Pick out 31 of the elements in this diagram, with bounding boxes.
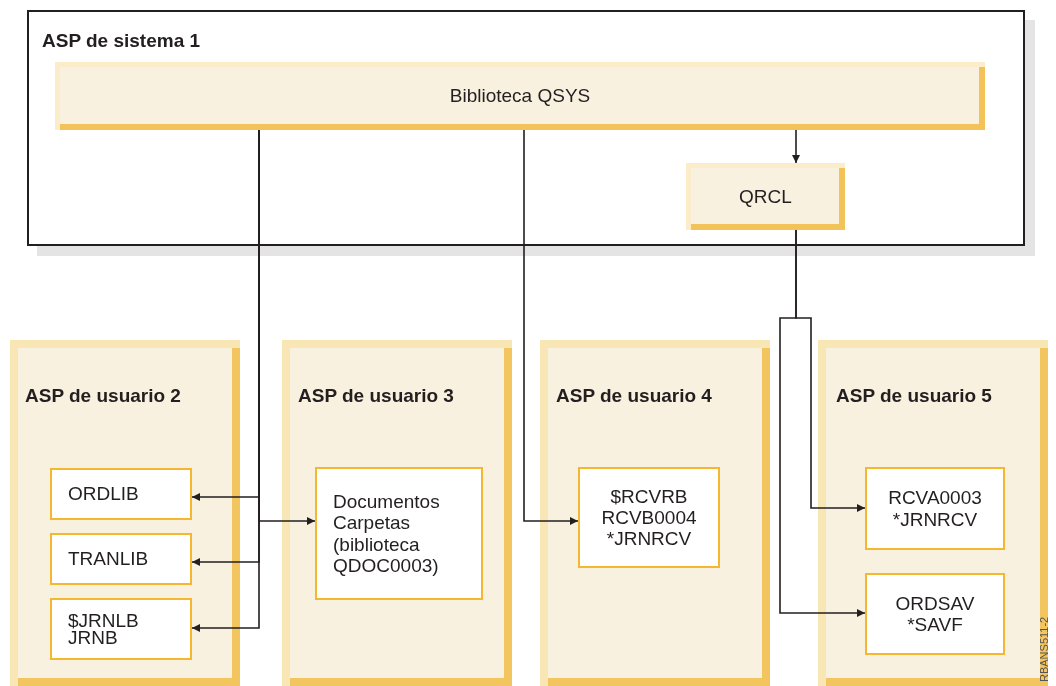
box-label: $JRNLB JRNB — [68, 611, 140, 647]
library-box — [50, 468, 192, 520]
save-file-box — [865, 573, 1005, 655]
asp-panel — [540, 340, 770, 686]
panel-title: ASP de usuario 3 — [298, 385, 454, 407]
figure-id: RBANS511-2 — [1038, 616, 1050, 682]
library-box — [50, 598, 192, 660]
library-box — [50, 533, 192, 585]
library-box — [686, 163, 845, 230]
box-label: QRCL — [739, 185, 792, 208]
asp-panel — [818, 340, 1048, 686]
arrow — [779, 229, 866, 617]
receiver-box — [578, 467, 720, 568]
panel-title: ASP de usuario 5 — [836, 385, 992, 407]
panel-title: ASP de usuario 2 — [25, 385, 181, 407]
box-label: Biblioteca QSYS — [449, 85, 591, 107]
arrow — [792, 129, 800, 164]
box-label: $RCVRB RCVB0004 *JRNRCV — [600, 485, 698, 550]
panel-title: ASP de usuario 4 — [556, 385, 712, 407]
box-label: ORDLIB — [68, 483, 139, 505]
box-label: RCVA0003 *JRNRCV — [887, 487, 983, 530]
box-label: Documentos Carpetas (biblioteca QDOC0003) — [333, 490, 441, 577]
asp-panel — [282, 340, 512, 686]
arrow — [523, 129, 579, 525]
box-label: ORDSAV *SAVF — [894, 592, 976, 636]
panel-title: ASP de sistema 1 — [42, 30, 201, 52]
box-label: TRANLIB — [68, 548, 149, 570]
asp-panel — [10, 340, 240, 686]
receiver-box — [865, 467, 1005, 550]
library-box — [55, 62, 985, 130]
folder-box — [315, 467, 483, 600]
